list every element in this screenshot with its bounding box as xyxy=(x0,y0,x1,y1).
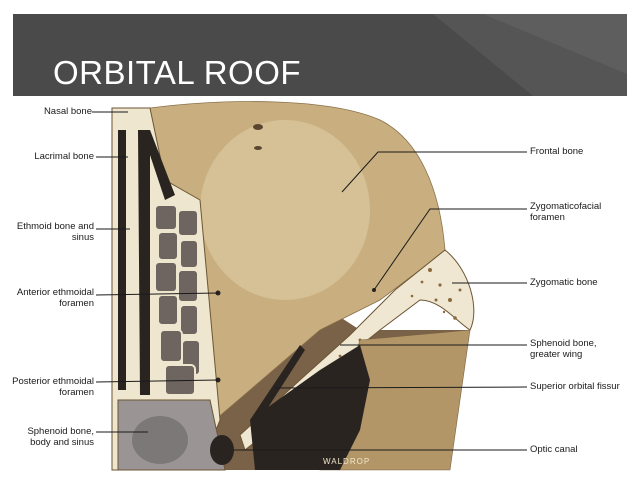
ethmoid-air-cells xyxy=(154,204,201,396)
label-zygomaticofacial-foramen: Zygomaticofacial foramen xyxy=(530,201,602,223)
frontal-bone-highlight xyxy=(200,120,370,300)
optic-canal-shape xyxy=(210,435,234,465)
label-posterior-ethmoidal-foramen: Posterior ethmoidal foramen xyxy=(12,376,94,398)
sphenoid-sinus-inner xyxy=(132,416,188,464)
label-ethmoid-bone: Ethmoid bone and sinus xyxy=(16,221,94,243)
title-bar: ORBITAL ROOF xyxy=(13,14,627,96)
supraorbital-notch-2 xyxy=(254,146,262,150)
label-superior-orbital-fissure: Superior orbital fissur xyxy=(530,381,620,392)
fissure-slit xyxy=(250,345,305,420)
left-leader-lines xyxy=(92,111,219,433)
label-anterior-ethmoidal-foramen: Anterior ethmoidal foramen xyxy=(16,287,94,309)
supraorbital-notch xyxy=(253,124,263,130)
slide-title: ORBITAL ROOF xyxy=(53,54,302,91)
lacrimal-bar-inner xyxy=(138,130,175,395)
label-nasal-bone: Nasal bone xyxy=(43,106,92,117)
label-sphenoid-greater-wing: Sphenoid bone, greater wing xyxy=(530,338,597,360)
artist-signature: WALDROP xyxy=(323,457,371,466)
superior-orbital-fissure-shape xyxy=(250,345,370,470)
label-frontal-bone: Frontal bone xyxy=(530,146,584,157)
label-zygomatic-bone: Zygomatic bone xyxy=(530,277,598,288)
lacrimal-bar-outer xyxy=(118,130,126,390)
label-lacrimal-bone: Lacrimal bone xyxy=(34,151,94,162)
label-optic-canal: Optic canal xyxy=(530,444,578,455)
label-sphenoid-body-sinus: Sphenoid bone, body and sinus xyxy=(27,426,94,448)
title-bar-decoration xyxy=(433,14,627,96)
right-leader-lines xyxy=(233,151,528,451)
orbital-roof-illustration xyxy=(92,101,528,471)
